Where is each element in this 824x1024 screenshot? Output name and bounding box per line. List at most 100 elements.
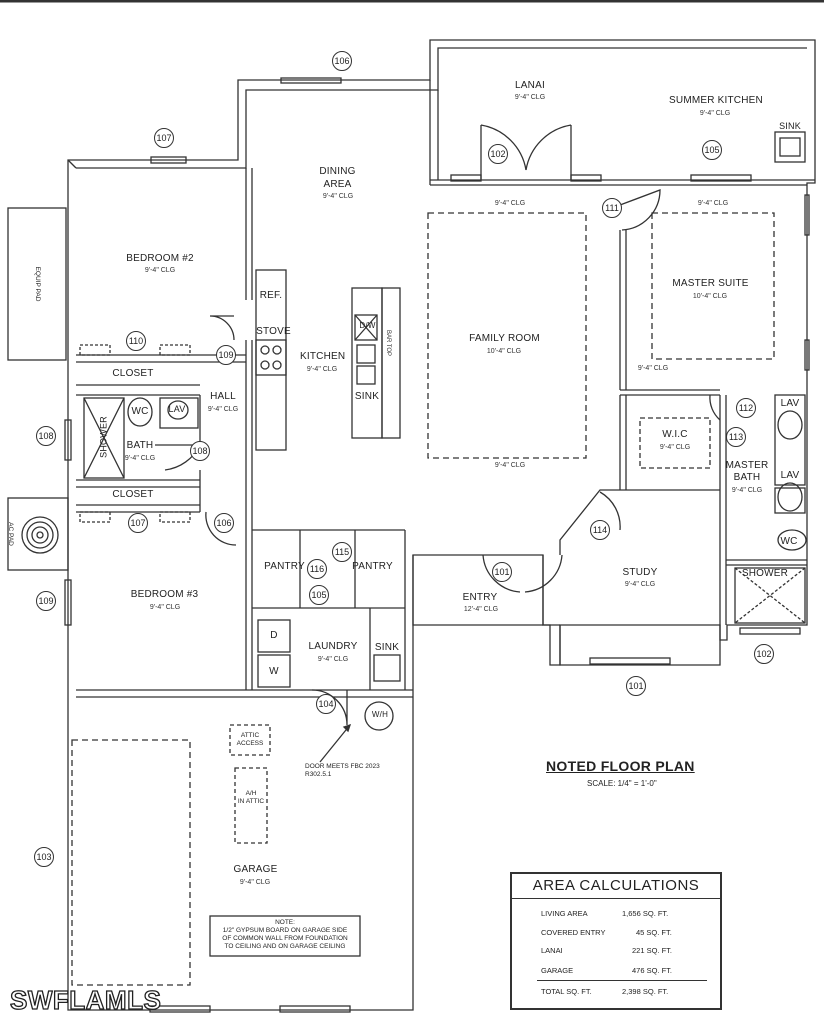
door-tag: 104	[316, 694, 336, 714]
door-tag: 111	[602, 198, 622, 218]
room-label-bedroom-3: BEDROOM #3	[130, 589, 199, 600]
window-tag: 108	[36, 426, 56, 446]
swflamls-watermark: SWFLAMLS	[9, 984, 162, 1015]
ceiling-dining: 9'-4" CLG	[322, 193, 354, 200]
room-label-entry: ENTRY	[462, 592, 498, 603]
ceiling-mark-fr-top: 9'-4" CLG	[494, 200, 526, 207]
ceiling-lanai: 9'-4" CLG	[514, 94, 546, 101]
door-tag: 109	[216, 345, 236, 365]
door-tag: 101	[492, 562, 512, 582]
plan-scale: SCALE: 1/4" = 1'-0"	[587, 779, 657, 788]
area-calculations-table: AREA CALCULATIONS LIVING AREA 1,656 SQ. …	[510, 872, 722, 1010]
door-tag: 108	[190, 441, 210, 461]
plan-title: NOTED FLOOR PLAN	[546, 758, 695, 774]
door-tag: 113	[726, 427, 746, 447]
lav-label: LAV	[780, 398, 800, 409]
washer-label: W	[269, 666, 279, 677]
room-label-summer-kitchen: SUMMER KITCHEN	[669, 95, 763, 106]
ceiling-garage: 9'-4" CLG	[239, 879, 271, 886]
ceiling-bedroom-2: 9'-4" CLG	[144, 267, 176, 274]
room-label-kitchen: KITCHEN	[300, 351, 346, 362]
door-tag: 107	[128, 513, 148, 533]
room-label-wic: W.I.C	[662, 429, 688, 440]
shower-label: SHOWER	[741, 568, 789, 579]
ceiling-wic: 9'-4" CLG	[659, 444, 691, 451]
ceiling-master-bath: 9'-4" CLG	[731, 487, 763, 494]
total-divider	[537, 980, 707, 981]
room-label-master-suite: MASTER SUITE	[672, 278, 749, 289]
room-label-laundry: LAUNDRY	[308, 641, 358, 652]
lanai-sink-label: SINK	[779, 121, 801, 131]
room-label-dining: DINING AREA	[319, 166, 356, 190]
door-tag: 116	[307, 559, 327, 579]
room-label-master-bath: MASTER BATH	[725, 460, 769, 483]
room-label-bedroom-2: BEDROOM #2	[126, 253, 194, 264]
ceiling-laundry: 9'-4" CLG	[317, 656, 349, 663]
room-label-garage: GARAGE	[233, 864, 278, 875]
door-tag: 110	[126, 331, 146, 351]
garage-gypsum-note: NOTE: 1/2" GYPSUM BOARD ON GARAGE SIDE O…	[222, 919, 348, 950]
ceiling-kitchen: 9'-4" CLG	[306, 366, 338, 373]
area-total-value: 2,398 SQ. FT.	[622, 987, 669, 996]
door-tag: 115	[332, 542, 352, 562]
room-label-hall: HALL	[210, 391, 236, 402]
laundry-sink-label: SINK	[374, 642, 400, 653]
window-tag: 103	[34, 847, 54, 867]
shower-label: SHOWER	[98, 416, 109, 458]
area-label: LANAI	[541, 946, 563, 955]
room-label-lanai: LANAI	[515, 80, 545, 91]
window-tag: 109	[36, 591, 56, 611]
ceiling-summer-kitchen: 9'-4" CLG	[699, 110, 731, 117]
room-label-family-room: FAMILY ROOM	[469, 333, 540, 344]
room-label-bath: BATH	[126, 440, 154, 451]
window-tag: 106	[332, 51, 352, 71]
refrigerator-label: REF.	[259, 290, 283, 301]
ceiling-bedroom-3: 9'-4" CLG	[149, 604, 181, 611]
area-total-label: TOTAL SQ. FT.	[541, 987, 592, 996]
ceiling-bath: 9'-4" CLG	[124, 455, 156, 462]
door-tag: 102	[488, 144, 508, 164]
window-tag: 107	[154, 128, 174, 148]
bar-top-label: BAR TOP	[385, 329, 391, 357]
area-calculations-heading: AREA CALCULATIONS	[512, 874, 720, 899]
dishwasher-label: D/W	[359, 321, 376, 330]
ah-label: A/H IN ATTIC	[237, 790, 265, 805]
ceiling-hall: 9'-4" CLG	[207, 406, 239, 413]
closet-label: CLOSET	[112, 489, 154, 500]
ac-pad-label: AC PAD	[7, 522, 14, 546]
dryer-label: D	[270, 630, 278, 641]
area-value: 221 SQ. FT.	[632, 946, 673, 955]
door-tag: 112	[736, 398, 756, 418]
door-code-note: DOOR MEETS FBC 2023 R302.5.1	[305, 763, 380, 778]
area-value: 1,656 SQ. FT.	[622, 909, 669, 918]
door-tag: 114	[590, 520, 610, 540]
room-label-study: STUDY	[622, 567, 658, 578]
door-tag: 105	[702, 140, 722, 160]
pantry-label: PANTRY	[264, 561, 305, 572]
door-tag: 106	[214, 513, 234, 533]
lav-label: LAV	[780, 470, 800, 481]
wc-label: WC	[780, 536, 798, 547]
area-label: COVERED ENTRY	[541, 928, 606, 937]
window-tag: 102	[754, 644, 774, 664]
area-value: 476 SQ. FT.	[632, 966, 673, 975]
wc-label: WC	[131, 406, 149, 417]
ceiling-family-room: 10'-4" CLG	[486, 348, 522, 355]
water-heater-label: W/H	[371, 710, 389, 719]
ceiling-master-suite: 10'-4" CLG	[692, 293, 728, 300]
door-tag: 105	[309, 585, 329, 605]
area-label: LIVING AREA	[541, 909, 588, 918]
ceiling-study: 9'-4" CLG	[624, 581, 656, 588]
area-value: 45 SQ. FT.	[636, 928, 672, 937]
kitchen-sink-label: SINK	[354, 391, 380, 402]
window-tag: 101	[626, 676, 646, 696]
ceiling-mark-ms-left: 9'-4" CLG	[637, 365, 669, 372]
ceiling-mark-ms-top: 9'-4" CLG	[697, 200, 729, 207]
lav-label: LAV	[168, 404, 186, 414]
attic-access-label: ATTIC ACCESS	[236, 732, 264, 747]
ceiling-entry: 12'-4" CLG	[463, 606, 499, 613]
area-label: GARAGE	[541, 966, 574, 975]
equip-pad-label: EQUIP PAD	[34, 266, 41, 302]
pantry-label: PANTRY	[352, 561, 393, 572]
